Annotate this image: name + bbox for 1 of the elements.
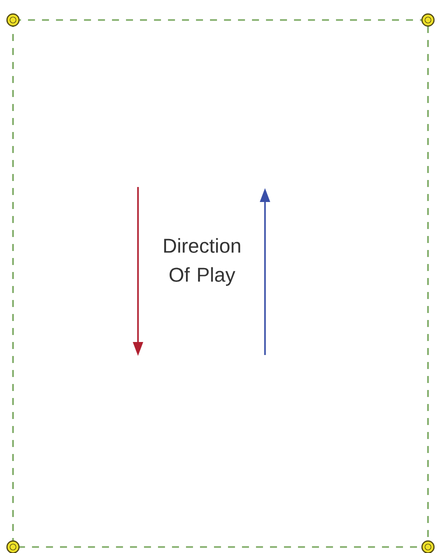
direction-label: Direction Of Play — [164, 238, 240, 286]
